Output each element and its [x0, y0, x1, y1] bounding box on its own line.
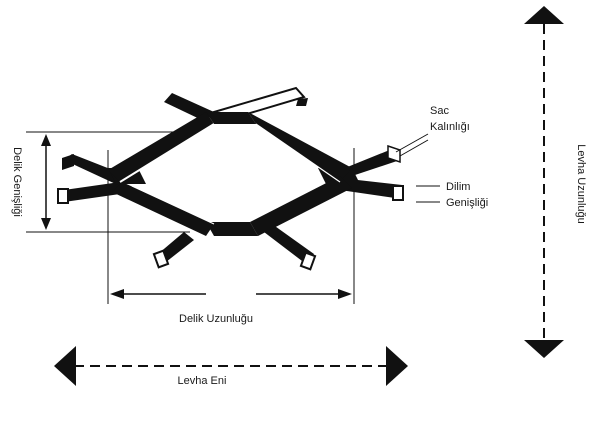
sheet-length-dimension: Levha Uzunluğu	[524, 6, 587, 358]
sheet-length-label: Levha Uzunluğu	[575, 144, 587, 224]
sheet-width-arrow-right	[386, 346, 408, 386]
sheet-width-label: Levha Eni	[178, 375, 227, 387]
hole-length-arrow-left	[110, 289, 124, 299]
hole-width-arrow-bottom	[41, 218, 51, 230]
sheet-width-arrow-left	[54, 346, 76, 386]
sheet-length-arrow-bottom	[524, 340, 564, 358]
mesh-strand-left-stub	[57, 154, 128, 204]
sheet-thickness-annotation: Sac Kalınlığı	[395, 105, 470, 157]
strand-width-label-line1: Dilim	[446, 181, 470, 193]
sheet-thickness-label-line1: Sac	[430, 105, 449, 117]
strand-width-annotation: Dilim Genişliği	[416, 181, 488, 209]
expanded-metal-mesh	[57, 86, 404, 271]
hole-length-dimension: Delik Uzunluğu	[107, 148, 355, 325]
sheet-length-arrow-top	[524, 6, 564, 24]
mesh-strand-bottom-stub	[152, 224, 317, 271]
sheet-thickness-label-line2: Kalınlığı	[430, 121, 470, 133]
strand-width-label-line2: Genişliği	[446, 197, 488, 209]
hole-length-label: Delik Uzunluğu	[179, 313, 253, 325]
mesh-diamond	[108, 112, 360, 236]
hole-width-arrow-top	[41, 134, 51, 146]
sheet-width-dimension: Levha Eni	[54, 346, 408, 387]
hole-width-label: Delik Genişliği	[11, 147, 23, 217]
hole-length-arrow-right	[338, 289, 352, 299]
hole-width-dimension: Delik Genişliği	[11, 131, 190, 233]
